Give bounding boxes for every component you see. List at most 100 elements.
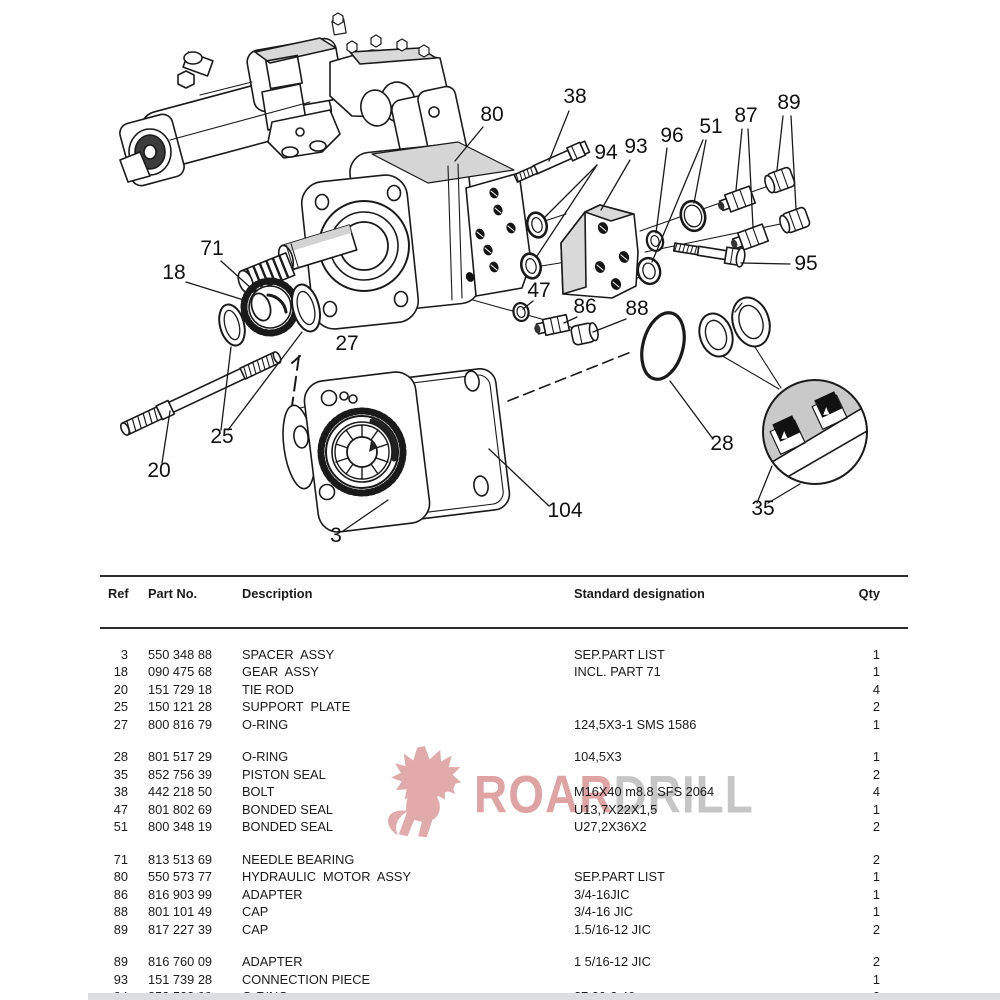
table-top-rule xyxy=(100,575,908,577)
cell-qty: 2 xyxy=(872,954,880,969)
callout-leader-51 xyxy=(693,139,707,204)
cell-desc: HYDRAULIC MOTOR ASSY xyxy=(242,869,412,884)
cell-desc: SPACER ASSY xyxy=(242,646,335,662)
cell-part: 801 101 49 xyxy=(148,904,213,919)
cell-desc: CAP xyxy=(242,921,269,937)
cap-88 xyxy=(570,322,599,346)
page-bottom-edge xyxy=(88,993,1000,1000)
cell-desc: ADAPTER xyxy=(242,886,303,902)
cell-part: 800 348 19 xyxy=(148,819,213,834)
callout-label-38: 38 xyxy=(563,85,586,108)
table-row: 86 816 903 99 ADAPTER 3/4-16JIC 1 xyxy=(100,886,908,904)
callout-leader-87 xyxy=(747,128,754,228)
cell-qty: 1 xyxy=(872,664,880,679)
cell-std xyxy=(574,851,819,869)
cell-qty: 1 xyxy=(872,869,880,884)
callout-label-80: 80 xyxy=(480,103,503,126)
cell-ref: 93 xyxy=(113,971,128,987)
cell-part: 151 739 28 xyxy=(148,971,213,987)
cell-part: 817 227 39 xyxy=(148,921,213,937)
cell-qty: 1 xyxy=(872,749,880,764)
cell-part: 550 573 77 xyxy=(148,869,213,884)
callout-label-86: 86 xyxy=(573,295,596,318)
cell-part: 816 760 09 xyxy=(148,954,213,969)
bolt-95 xyxy=(672,242,746,268)
cell-qty: 2 xyxy=(872,819,880,834)
bolt-38 xyxy=(513,140,591,183)
cell-desc: BOLT xyxy=(242,784,275,799)
cell-desc: O-RING xyxy=(242,716,289,732)
cell-part: 816 903 99 xyxy=(148,886,213,902)
cell-std: INCL. PART 71 xyxy=(574,664,661,679)
table-row: 93 151 739 28 CONNECTION PIECE 1 xyxy=(100,971,908,989)
cell-desc: CONNECTION PIECE xyxy=(242,971,370,987)
cell-ref: 88 xyxy=(113,904,128,919)
o-rings-94 xyxy=(519,211,549,280)
support-plates xyxy=(218,283,322,347)
callout-leader-18 xyxy=(185,281,248,302)
callout-leader-35 xyxy=(767,483,801,504)
bonded-seal-51b xyxy=(636,256,662,286)
watermark-drill: DRILL xyxy=(613,764,754,824)
watermark-roar: ROAR xyxy=(474,764,614,824)
cell-qty: 1 xyxy=(872,886,880,902)
callout-leader-95 xyxy=(740,262,791,265)
parts-table: Ref Part No. Description Standard design… xyxy=(100,575,908,1000)
cell-ref: 35 xyxy=(113,766,128,782)
callout-label-18: 18 xyxy=(162,261,185,284)
cell-qty: 2 xyxy=(872,699,880,714)
cell-desc: CAP xyxy=(242,904,269,919)
callout-leader-71 xyxy=(220,260,253,290)
bonded-seal-51a xyxy=(679,199,707,233)
cell-desc: ADAPTER xyxy=(242,954,303,969)
cell-desc: O-RING xyxy=(242,749,289,764)
cell-ref: 38 xyxy=(113,784,128,799)
cell-qty: 1 xyxy=(872,646,880,662)
cell-qty: 4 xyxy=(872,784,880,799)
cell-part: 150 121 28 xyxy=(148,699,213,714)
cell-part: 090 475 68 xyxy=(148,664,213,679)
callout-leader-25 xyxy=(227,331,303,431)
cell-std xyxy=(574,971,819,989)
spacer-assembly xyxy=(282,371,431,533)
callout-label-89: 89 xyxy=(777,91,800,114)
cell-ref: 89 xyxy=(113,954,128,969)
cell-std xyxy=(574,681,819,699)
cell-ref: 18 xyxy=(113,664,128,679)
callout-label-3: 3 xyxy=(330,524,342,547)
cell-std: SEP.PART LIST xyxy=(574,646,665,662)
cell-std: 3/4-16 JIC xyxy=(574,904,634,919)
cell-ref: 27 xyxy=(113,716,128,732)
cell-ref: 86 xyxy=(113,886,128,902)
callout-label-94: 94 xyxy=(594,141,618,164)
callout-label-71: 71 xyxy=(200,237,223,260)
cell-std xyxy=(574,766,819,784)
callout-leader-3 xyxy=(342,499,389,532)
watermark: ROARDRILL xyxy=(372,744,754,844)
bearing xyxy=(317,407,407,497)
cell-std: 3/4-16JIC xyxy=(574,886,630,902)
cell-ref: 47 xyxy=(113,801,128,817)
pump-fitting-elbow xyxy=(177,51,214,89)
callout-leader-51 xyxy=(651,139,704,263)
cell-ref: 25 xyxy=(113,699,128,714)
cell-qty: 4 xyxy=(872,681,880,697)
callout-label-51: 51 xyxy=(699,115,722,138)
callout-label-27: 27 xyxy=(335,332,358,355)
cell-ref: 20 xyxy=(113,681,128,697)
cell-ref: 3 xyxy=(120,646,128,662)
cell-qty: 1 xyxy=(872,971,880,987)
cell-std: SEP.PART LIST xyxy=(574,869,665,884)
cell-qty: 1 xyxy=(872,904,880,919)
